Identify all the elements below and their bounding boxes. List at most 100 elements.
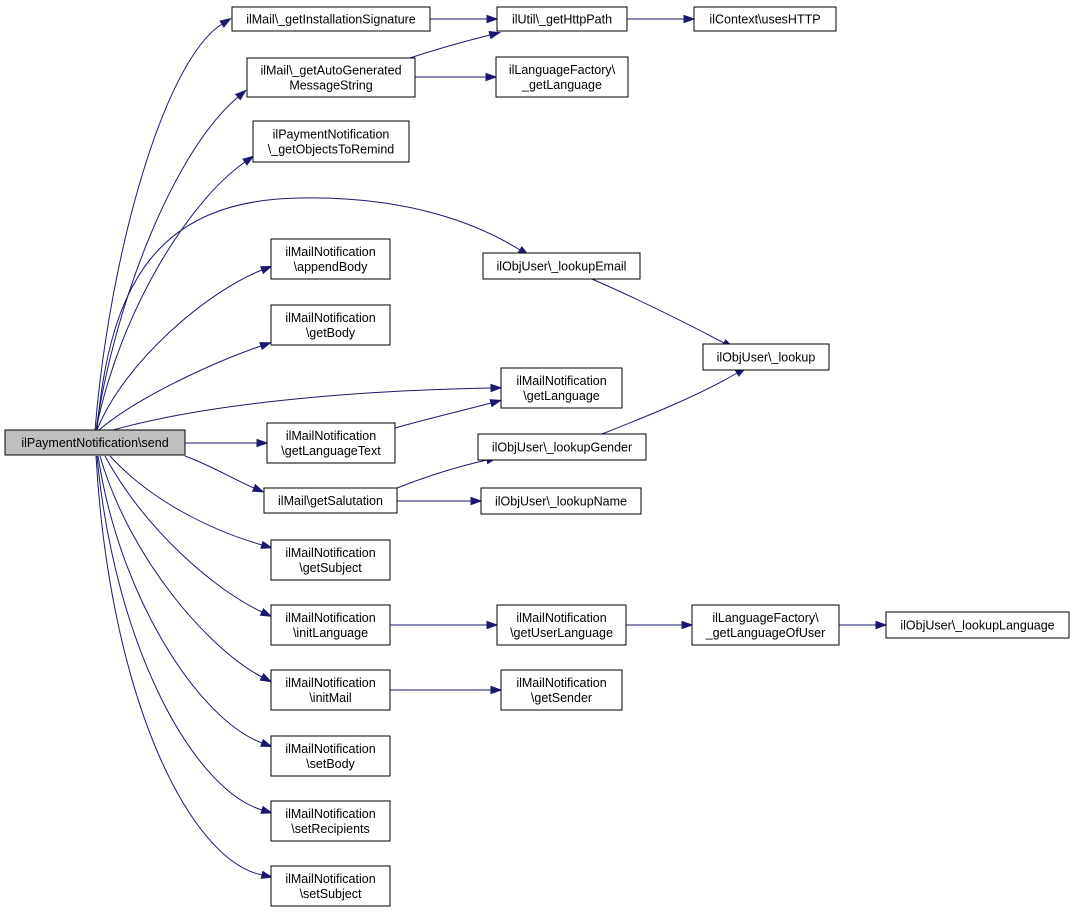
node-label: ilMailNotification (285, 872, 375, 886)
arrowhead-icon (219, 17, 232, 28)
node-usesHTTP[interactable]: ilContext\usesHTTP (693, 6, 837, 32)
arrowhead-icon (490, 383, 503, 393)
node-label: ilContext\usesHTTP (709, 13, 820, 27)
node-label: ilMailNotification (285, 546, 375, 560)
node-label: ilObjUser\_lookupGender (492, 441, 632, 455)
node-box (270, 304, 391, 346)
node-getBody[interactable]: ilMailNotification\getBody (270, 304, 391, 346)
node-label: \getBody (306, 326, 356, 340)
edge-send-to-getLangText (185, 438, 269, 448)
node-label: ilMailNotification (516, 611, 606, 625)
node-send[interactable]: ilPaymentNotification\send (4, 429, 186, 456)
arrowhead-icon (486, 620, 499, 630)
node-getSender[interactable]: ilMailNotification\getSender (500, 669, 623, 711)
edge-getSalutation-to-lookupName (397, 496, 483, 506)
edge-getLangText-to-getLanguage (394, 399, 503, 429)
arrowhead-icon (260, 540, 274, 549)
arrowhead-icon (260, 805, 274, 814)
node-label: \getUserLanguage (510, 626, 613, 640)
node-label: ilPaymentNotification (273, 128, 390, 142)
node-langOfUser[interactable]: ilLanguageFactory\_getLanguageOfUser (691, 604, 840, 646)
node-label: ilObjUser\_lookupName (495, 495, 627, 509)
node-label: ilLanguageFactory\ (509, 63, 616, 77)
node-label: ilMailNotification (285, 311, 375, 325)
arrowhead-icon (234, 89, 247, 101)
node-box (231, 6, 431, 32)
node-label: ilMail\_getInstallationSignature (246, 13, 416, 27)
edge-send-to-appendBody (96, 265, 273, 431)
node-lookupLanguage[interactable]: ilObjUser\_lookupLanguage (885, 611, 1070, 639)
node-label: ilObjUser\_lookupLanguage (900, 619, 1054, 633)
node-appendBody[interactable]: ilMailNotification\appendBody (270, 238, 391, 280)
node-lookupEmail[interactable]: ilObjUser\_lookupEmail (482, 252, 641, 280)
node-box (270, 865, 391, 907)
node-box (482, 252, 641, 280)
node-box (252, 120, 410, 163)
node-lookupName[interactable]: ilObjUser\_lookupName (480, 487, 642, 515)
node-box (496, 6, 628, 32)
arrowhead-icon (490, 685, 503, 695)
node-setRecipients[interactable]: ilMailNotification\setRecipients (270, 800, 391, 842)
edge-line (95, 455, 263, 876)
node-langFactory[interactable]: ilLanguageFactory\_getLanguage (495, 56, 629, 98)
node-httpPath[interactable]: ilUtil\_getHttpPath (496, 6, 628, 32)
edge-send-to-initLanguage (104, 455, 273, 617)
node-initMail[interactable]: ilMailNotification\initMail (270, 669, 391, 711)
edge-installSig-to-httpPath (430, 14, 499, 24)
node-label: ilPaymentNotification\send (21, 436, 168, 450)
node-label: \initLanguage (293, 626, 368, 640)
node-box (270, 735, 391, 777)
node-label: \_getObjectsToRemind (268, 143, 395, 157)
node-box (246, 57, 416, 98)
node-lookupGender[interactable]: ilObjUser\_lookupGender (477, 433, 647, 461)
node-label: ilMailNotification (285, 611, 375, 625)
node-lookup[interactable]: ilObjUser\_lookup (702, 343, 830, 371)
node-objRemind[interactable]: ilPaymentNotification\_getObjectsToRemin… (252, 120, 410, 163)
arrowhead-icon (485, 72, 498, 82)
edge-send-to-setSubject (95, 455, 274, 880)
node-box (270, 604, 391, 646)
node-box (702, 343, 830, 371)
edge-autoGen-to-langFactory (415, 72, 498, 82)
node-label: ilMailNotification (285, 676, 375, 690)
node-installSig[interactable]: ilMail\_getInstallationSignature (231, 6, 431, 32)
node-label: ilLanguageFactory\ (712, 611, 819, 625)
edge-send-to-getSalutation (184, 455, 265, 493)
node-box (270, 238, 391, 280)
edge-langOfUser-to-lookupLanguage (839, 620, 888, 630)
node-box (4, 429, 186, 456)
node-box (693, 6, 837, 32)
node-setSubject[interactable]: ilMailNotification\setSubject (270, 865, 391, 907)
arrowhead-icon (251, 483, 265, 493)
node-getLangText[interactable]: ilMailNotification\getLanguageText (266, 422, 396, 464)
edge-autoGen-to-httpPath (409, 31, 502, 59)
arrowhead-icon (259, 607, 273, 617)
node-box (266, 422, 396, 464)
arrowhead-icon (260, 265, 273, 275)
node-label: MessageString (289, 79, 372, 93)
node-setBody[interactable]: ilMailNotification\setBody (270, 735, 391, 777)
node-label: \getLanguageText (281, 444, 381, 458)
edge-line (591, 278, 725, 344)
arrowhead-icon (488, 31, 502, 40)
arrowhead-icon (259, 673, 273, 683)
node-box (477, 433, 647, 461)
node-getUserLang[interactable]: ilMailNotification\getUserLanguage (496, 604, 627, 646)
node-getSubject[interactable]: ilMailNotification\getSubject (270, 539, 391, 581)
node-getLanguage[interactable]: ilMailNotification\getLanguage (500, 367, 623, 409)
edge-line (95, 96, 239, 431)
edge-line (184, 455, 255, 489)
node-label: ilMailNotification (285, 807, 375, 821)
edge-initLanguage-to-getUserLang (390, 620, 499, 630)
arrowhead-icon (260, 870, 274, 880)
node-label: \getSubject (299, 561, 362, 575)
node-initLanguage[interactable]: ilMailNotification\initLanguage (270, 604, 391, 646)
node-box (270, 539, 391, 581)
node-box (270, 669, 391, 711)
node-getSalutation[interactable]: ilMail\getSalutation (263, 487, 398, 514)
edge-initMail-to-getSender (390, 685, 503, 695)
node-box (691, 604, 840, 646)
edge-line (96, 197, 521, 431)
edge-send-to-getBody (98, 342, 272, 431)
